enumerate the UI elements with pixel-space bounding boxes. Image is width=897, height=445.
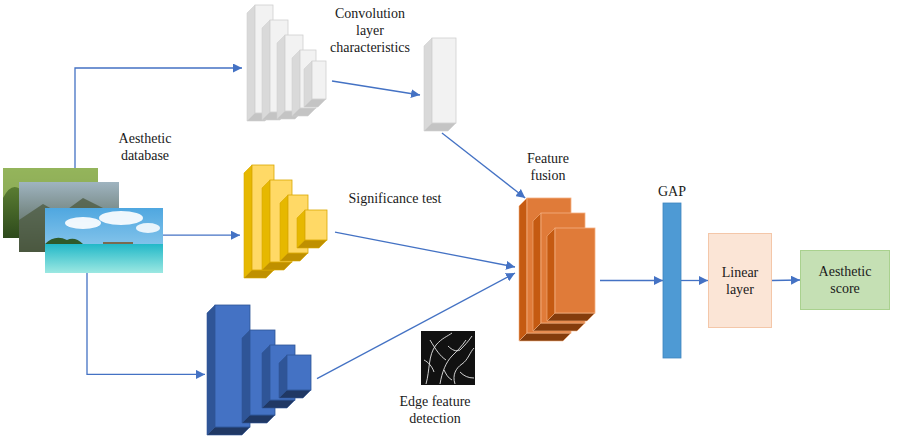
cuboid-bottom (207, 427, 250, 435)
cuboid-bottom (547, 313, 595, 321)
inner-arrow-line (332, 81, 420, 95)
cuboid-front (287, 355, 311, 390)
shape-label: Aesthetic database (107, 130, 183, 164)
cloud (65, 217, 101, 229)
image-stack-drawing (3, 168, 163, 273)
cuboid-side (242, 330, 250, 423)
cuboid-side (424, 38, 432, 131)
output-box: Aesthetic score (800, 250, 890, 310)
cuboid-front (305, 210, 327, 240)
cuboid-bottom (242, 415, 275, 423)
box-text: Linear layer (713, 264, 767, 298)
image-stack: Aesthetic database (3, 168, 163, 273)
cuboid-side (262, 180, 270, 270)
cuboid-bottom (297, 240, 327, 248)
shape-label: Edge feature detection (385, 393, 485, 427)
cuboid-front (312, 61, 326, 99)
edge-lines (424, 333, 474, 384)
cuboid-bottom (279, 390, 311, 398)
cuboid-side (262, 20, 270, 120)
shape-label: Convolution layer characteristics (320, 5, 420, 56)
cuboid-front (432, 38, 456, 123)
jetty (103, 242, 133, 244)
cuboid-front (215, 305, 250, 427)
label-holder: Edge feature detection (385, 393, 485, 427)
cuboid-side (519, 198, 527, 341)
cuboid-side (207, 305, 215, 435)
cuboid-bottom (424, 123, 456, 131)
cuboid-side (247, 5, 255, 121)
conv-feature-stack-drawing (242, 3, 470, 133)
flow-arrow (772, 279, 800, 281)
shape-label: GAP (641, 183, 703, 200)
fusion-stack: Feature fusion (515, 198, 600, 348)
process-box: Linear layer (708, 233, 772, 328)
cuboid-side (533, 213, 541, 331)
cuboid-side (547, 228, 555, 321)
cuboid-bottom (262, 262, 292, 270)
cuboid-side (280, 195, 288, 261)
flow-arrow (75, 68, 242, 168)
shape-label: Feature fusion (512, 150, 584, 184)
label-holder: Feature fusion (512, 150, 584, 184)
edge-stack: Edge feature detection (205, 303, 317, 443)
cuboid-bottom (244, 270, 274, 278)
beach-photo (45, 208, 163, 273)
cloud (136, 223, 160, 233)
label-holder: Aesthetic database (107, 130, 183, 164)
gap-bar: GAP (663, 203, 681, 358)
cuboid-bottom (519, 333, 571, 341)
cuboid-bottom (292, 108, 316, 116)
cuboid-bottom (533, 323, 585, 331)
shape-label: Significance test (345, 190, 445, 207)
cuboid-side (277, 35, 285, 119)
cuboid-front (555, 228, 595, 313)
label-holder: GAP (641, 183, 703, 200)
label-holder: Convolution layer characteristics (320, 5, 420, 56)
edge-map-image (421, 331, 475, 385)
sea (45, 244, 163, 273)
cuboid-side (292, 50, 300, 116)
edge-stack-drawing (205, 303, 317, 443)
box-text: Aesthetic score (805, 263, 885, 297)
flow-arrow (600, 280, 663, 281)
conv-feature-stack: Convolution layer characteristics (242, 3, 470, 133)
flow-arrow (87, 273, 205, 374)
label-holder: Significance test (345, 190, 445, 207)
flow-arrow (317, 273, 515, 379)
flow-arrow (163, 235, 240, 236)
cuboid-bottom (280, 253, 308, 261)
cuboid-bottom (304, 99, 326, 107)
cuboid-side (262, 345, 270, 408)
saliency-stack-drawing (240, 162, 335, 284)
gap-bar-fill (663, 203, 681, 358)
cloud (99, 211, 143, 225)
cuboid-bottom (262, 400, 295, 408)
fusion-stack-drawing (515, 198, 600, 348)
cuboid-side (244, 165, 252, 278)
flow-arrow (681, 280, 708, 281)
saliency-stack: Significance test (240, 162, 335, 284)
flow-arrow (442, 133, 525, 198)
flow-arrow (335, 232, 515, 267)
gap-bar-drawing (663, 203, 681, 358)
island (45, 238, 83, 244)
